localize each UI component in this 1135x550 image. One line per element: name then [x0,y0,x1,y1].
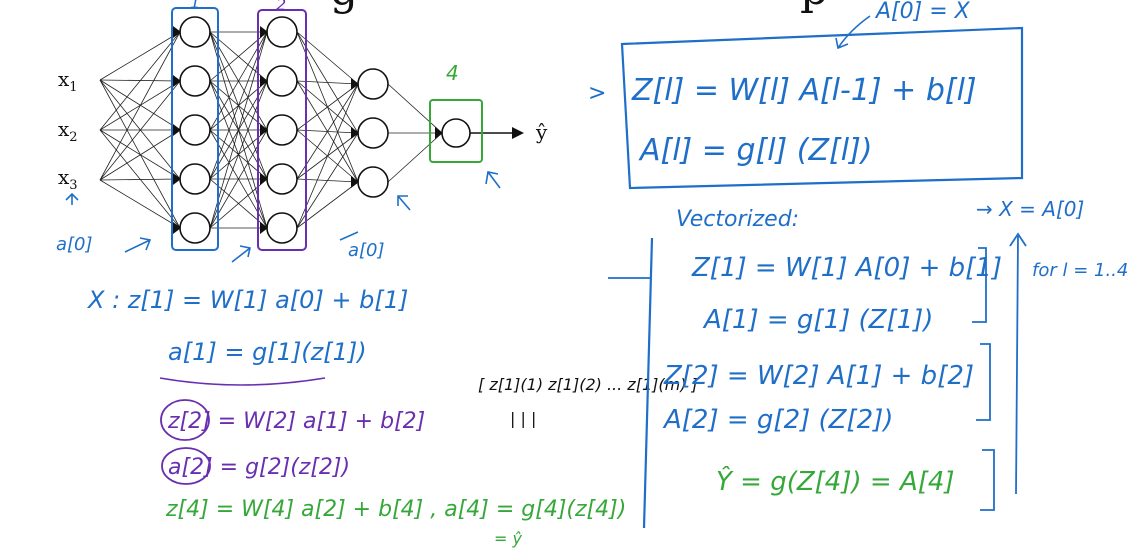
eq-z1: X : z[1] = W[1] a[0] + b[1] [86,286,408,314]
arrowhead-marker [173,173,181,185]
vec-a1: A[1] = g[1] (Z[1]) [702,305,933,335]
arrowhead-marker [173,124,181,136]
network-edge [99,178,181,181]
layer1-node [179,212,211,244]
a0-pointer-arrow [835,15,871,50]
a0-label: a[0] [56,234,93,255]
vectorized-heading: Vectorized: [676,207,799,232]
layer-number-1: 1 [190,0,200,12]
network-edge [99,31,181,181]
network-edge [99,80,181,181]
network-edge [99,79,181,229]
vec-yhat: Ŷ = g(Z[4]) = A[4] [716,465,955,497]
network-nodes [173,16,471,244]
network-edge [387,132,443,183]
network-edge [99,129,181,180]
loop-up-arrow [1009,232,1027,247]
z2-circle [160,399,210,441]
network-edge [296,83,359,229]
a0-equals-x: A[0] = X [874,0,971,24]
arrowhead-marker [260,26,268,38]
arrowhead-marker [351,176,359,188]
network-edge [99,79,181,180]
vectorized-for-loop: for l = 1..4 [1032,260,1128,281]
input-x1: x1 [58,67,78,95]
layer-number-2: 2 [276,0,286,14]
network-edge [296,83,359,180]
arrowhead-marker [173,26,181,38]
arrowhead-marker [260,222,268,234]
vectorized-x-eq: → X = A[0] [976,197,1084,221]
output-node [441,118,471,148]
network-edge [296,83,359,131]
a0-top-label: a[0] [348,240,385,261]
output-arrowhead [512,127,524,139]
vectorized-brackets [972,247,995,511]
network-edge [296,31,359,85]
arrowhead-marker [173,75,181,87]
network-edge [99,129,181,181]
network-edge [296,80,359,85]
a1-underline [159,377,326,386]
arrowhead-marker [173,222,181,234]
arrowhead-marker [351,127,359,139]
arrowhead-marker [260,173,268,185]
general-equation-box [620,26,1024,190]
network-edge [99,31,181,81]
box-eq-line2: A[l] = g[l] (Z[l]) [638,133,873,168]
annotation-arrows [65,171,501,263]
title-fragment: g [330,0,358,15]
eq-z2: z[2] = W[2] a[1] + b[2] [167,409,425,434]
network-edge [387,83,443,134]
network-edge [296,181,359,229]
layer2-node [266,16,298,48]
input-x2: x2 [58,117,78,145]
layer2-node [266,114,298,146]
layer4-box [429,99,483,163]
layer1-box [171,7,219,251]
network-edge [99,79,181,131]
network-edge [99,129,181,229]
box-eq-line1: Z[l] = W[l] A[l-1] + b[l] [631,73,977,108]
layer2-node [266,163,298,195]
arrowhead-marker [260,75,268,87]
arrowhead-marker [435,127,443,139]
input-x3: x3 [58,165,78,193]
layer-number-4: 4 [446,61,459,85]
layer1-node [179,114,211,146]
vec-a2: A[2] = g[2] (Z[2]) [662,405,893,435]
yhat-note: = ŷ [494,529,522,548]
arrowhead-marker [260,124,268,136]
layer2-node [266,65,298,97]
network-edge [99,179,181,229]
a2-circle [161,447,211,485]
layer1-node [179,163,211,195]
network-edge [296,132,359,229]
layer1-node [179,16,211,48]
eq-a1: a[1] = g[1](z[1]) [168,338,367,366]
layer2-node [266,212,298,244]
box-pointer-arrow: > [588,81,606,106]
eq-a2: a[2] = g[2](z[2]) [168,455,350,480]
matrix-bars: | | | [510,409,536,428]
matrix-columns: [ z[1](1) z[1](2) ... z[1](m) ] [478,375,698,394]
network-edge [99,31,181,131]
arrowhead-marker [351,78,359,90]
output-yhat: ŷ [535,120,548,144]
input-labels: x1 x2 x3 [58,67,78,193]
vectorized-left-rule [642,237,654,529]
layer1-node [179,65,211,97]
layer3-node [357,117,389,149]
layer3-node [357,68,389,100]
eq-z4: z[4] = W[4] a[2] + b[4] , a[4] = g[4](z[… [165,497,626,522]
layer3-node [357,166,389,198]
title-fragment-right: p [800,0,828,15]
loop-right-rule [1015,235,1019,495]
vec-z1: Z[1] = W[1] A[0] + b[1] [691,253,1002,283]
vec-z2: Z[2] = W[2] A[1] + b[2] [663,361,974,391]
layer2-box [257,9,307,251]
